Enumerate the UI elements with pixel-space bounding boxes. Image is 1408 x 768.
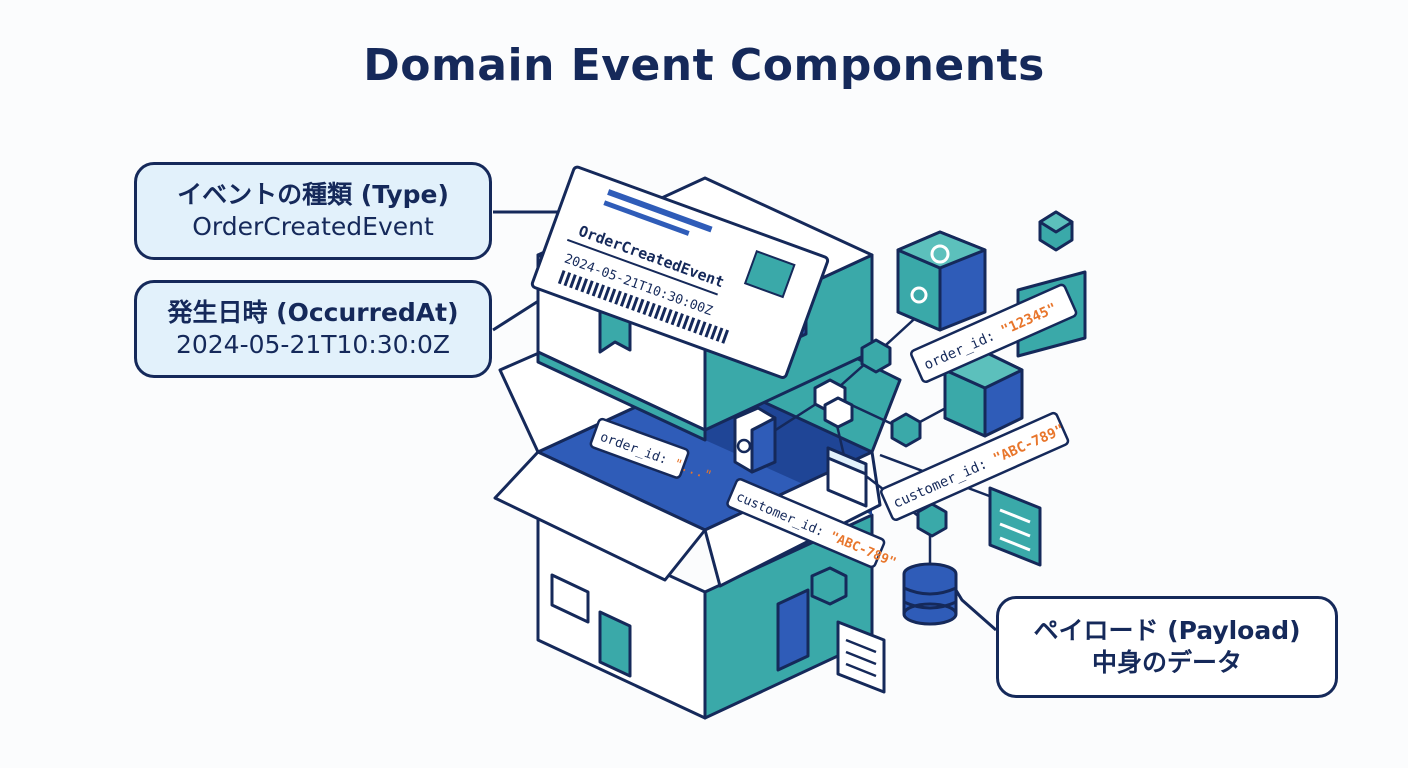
open-box-shipping-label xyxy=(550,573,590,624)
list-document-icon xyxy=(836,620,886,694)
callout-occurred-at-value: 2024-05-21T10:30:0Z xyxy=(175,330,451,359)
callout-type-heading: イベントの種類 (Type) xyxy=(177,180,449,209)
page-title: Domain Event Components xyxy=(363,40,1045,91)
node-cube-2 xyxy=(890,412,922,448)
callout-payload: ペイロード (Payload) 中身のデータ xyxy=(996,596,1338,698)
gear-icon xyxy=(910,286,928,304)
mini-gear-box xyxy=(733,406,777,474)
document-icon xyxy=(988,486,1042,567)
callout-payload-value: 中身のデータ xyxy=(1091,648,1242,677)
callout-type: イベントの種類 (Type) OrderCreatedEvent xyxy=(134,162,492,260)
open-box-small-cube xyxy=(810,566,848,606)
label-card-barcode xyxy=(555,269,730,345)
browser-window-icon xyxy=(826,446,868,508)
callout-occurred-at: 発生日時 (OccurredAt) 2024-05-21T10:30:0Z xyxy=(134,280,492,378)
callout-type-value: OrderCreatedEvent xyxy=(192,212,434,241)
gear-icon xyxy=(736,438,752,454)
payload-components xyxy=(733,210,1087,694)
open-box-tape-right xyxy=(776,588,810,672)
flap-left xyxy=(493,450,707,582)
sealed-box-band xyxy=(536,350,707,442)
callout-occurred-at-heading: 発生日時 (OccurredAt) xyxy=(167,298,459,327)
database-icon xyxy=(902,562,958,626)
middle-cube xyxy=(943,350,1024,438)
callout-payload-heading: ペイロード (Payload) xyxy=(1033,616,1301,645)
node-cube-1 xyxy=(860,338,892,374)
gear-block xyxy=(896,230,987,332)
small-cube-topright xyxy=(1038,210,1074,252)
tag-customer-id-box: customer_id: "ABC-789" xyxy=(726,477,898,571)
open-box-tape-left xyxy=(598,610,632,678)
event-label-card: OrderCreatedEvent 2024-05-21T10:30:00Z xyxy=(530,165,830,379)
node-cube-3 xyxy=(813,378,854,429)
gear-icon xyxy=(930,244,950,264)
